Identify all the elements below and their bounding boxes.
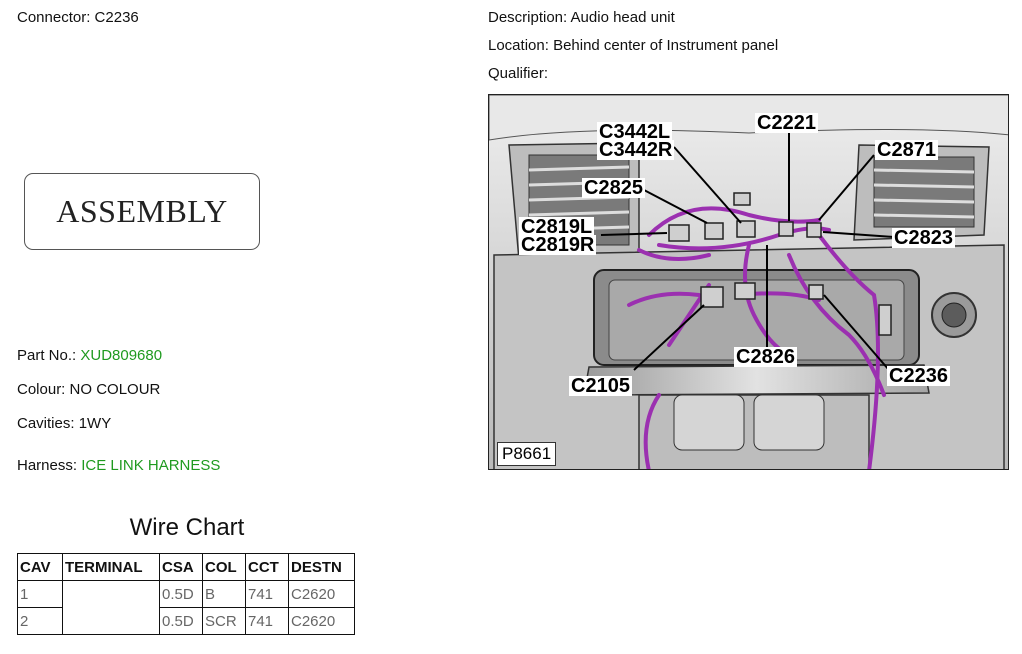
qualifier-label: Qualifier: [488,65,549,82]
connector-label: Connector: [17,9,91,26]
connector-field: Connector: C2236 [17,9,139,26]
cell-cct: 741 [245,580,289,608]
cell-col: B [202,580,246,608]
cell-cct: 741 [245,607,289,635]
figure-id: P8661 [497,442,557,466]
cell-cav: 2 [17,607,63,635]
part-number-label: Part No.: [17,347,77,364]
cell-csa: 0.5D [159,607,203,635]
table-row: 2 0.5D SCR 741 C2620 [17,607,355,635]
table-header-row: CAV TERMINAL CSA COL CCT DESTN [17,553,355,581]
right-vent [853,144,990,241]
callout-c2826: C2826 [734,346,797,368]
table-row: 1 0.5D B 741 C2620 [17,580,355,635]
assembly-text: ASSEMBLY [56,193,228,229]
callout-c3442l: C3442L [597,121,673,143]
callout-c2825: C2825 [582,177,645,199]
part-number-field: Part No.: XUD809680 [17,347,162,364]
connector-location-diagram: C3442L C3442R C2221 C2871 C2825 C2819L C… [488,94,1009,470]
qualifier-field: Qualifier: [488,65,548,82]
cell-terminal [62,580,160,635]
colour-field: Colour: NO COLOUR [17,381,160,398]
description-value: Audio head unit [570,9,675,26]
header-col: COL [202,553,246,581]
colour-value: NO COLOUR [69,381,161,398]
colour-label: Colour: [17,381,66,398]
harness-link[interactable]: ICE LINK HARNESS [81,457,221,474]
cell-col: SCR [202,607,246,635]
callout-c2819r: C2819R [519,234,597,256]
cell-cav: 1 [17,580,63,608]
description-field: Description: Audio head unit [488,9,675,26]
location-label: Location: [488,37,549,54]
callout-c2823: C2823 [892,227,955,249]
wire-chart-table: CAV TERMINAL CSA COL CCT DESTN 1 0.5D B … [17,553,355,635]
assembly-box: ASSEMBLY [24,173,260,250]
header-cct: CCT [245,553,289,581]
cell-destn: C2620 [288,580,355,608]
cavities-label: Cavities: [17,415,75,432]
callout-c2871: C2871 [875,139,938,161]
header-csa: CSA [159,553,203,581]
harness-field: Harness: ICE LINK HARNESS [17,457,220,474]
header-terminal: TERMINAL [62,553,160,581]
part-number-link[interactable]: XUD809680 [80,347,163,364]
callout-c2819l: C2819L [519,216,595,238]
cavities-field: Cavities: 1WY [17,415,111,432]
description-label: Description: [488,9,568,26]
header-cav: CAV [17,553,63,581]
cavities-value: 1WY [78,415,112,432]
cell-csa: 0.5D [159,580,203,608]
location-value: Behind center of Instrument panel [553,37,779,54]
callout-c2221: C2221 [755,112,818,134]
leader-lines [600,133,895,371]
callout-c2236: C2236 [887,365,950,387]
callout-c3442r: C3442R [597,139,675,161]
connector-blocks [668,192,892,336]
harness-label: Harness: [17,457,78,474]
location-field: Location: Behind center of Instrument pa… [488,37,778,54]
connector-value: C2236 [94,9,139,26]
callout-c2105: C2105 [569,375,632,397]
header-destn: DESTN [288,553,355,581]
cell-destn: C2620 [288,607,355,635]
wire-chart-title: Wire Chart [129,514,245,541]
